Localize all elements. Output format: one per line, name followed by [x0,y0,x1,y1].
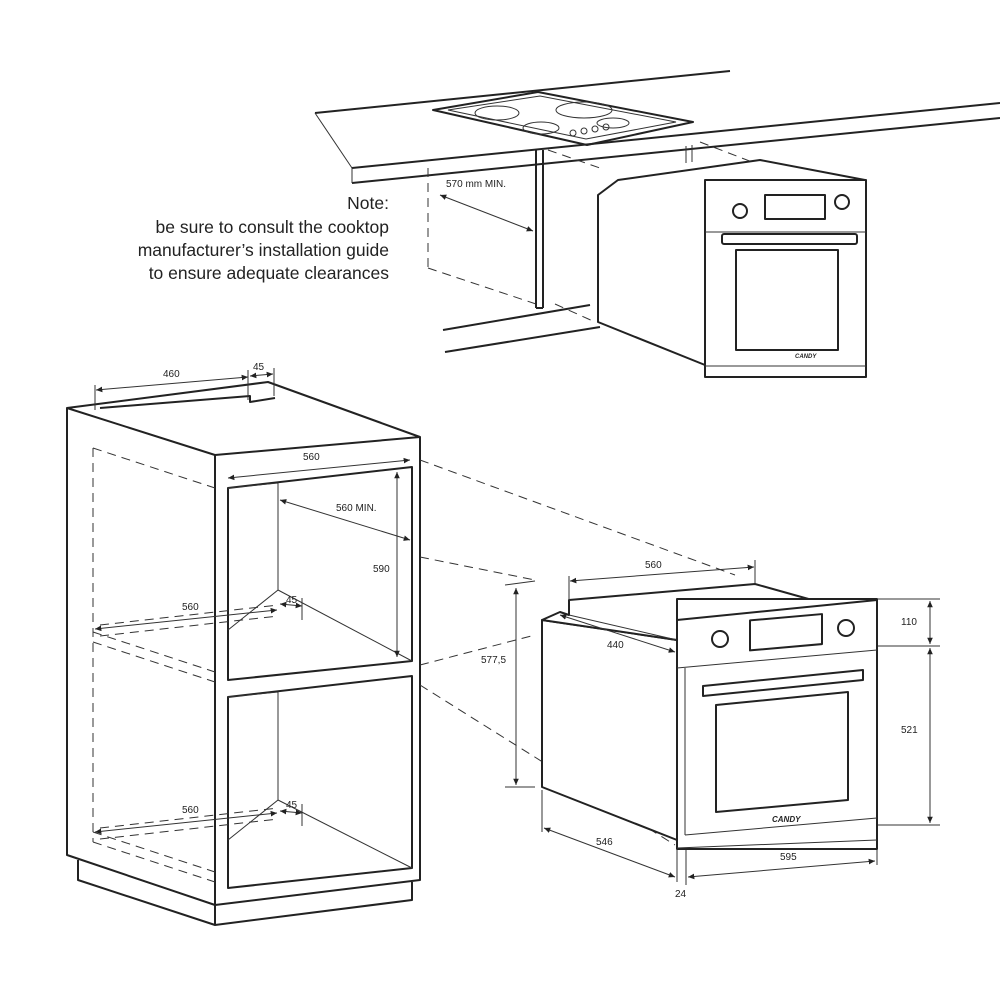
oven-front-thickness-dim: 24 [675,889,687,900]
svg-text:560: 560 [182,805,199,816]
cabinet-top-gap-dim: 45 [247,362,275,400]
svg-text:440: 440 [607,640,624,651]
svg-text:45: 45 [286,800,298,811]
cabinet: 460 45 560 560 MIN. 590 560 45 [66,362,421,926]
svg-text:560: 560 [182,602,199,613]
svg-text:24: 24 [675,889,687,900]
note-title: Note: [347,193,389,213]
cabinet-middle-gap-dim: 45 [279,595,303,620]
brand-small: CANDY [795,354,817,360]
knob-small-left [732,203,748,219]
display-panel [749,613,823,652]
display-small [764,194,826,220]
note-line-2: manufacturer’s installation guide [138,240,389,260]
handle-small [721,233,858,245]
burner-1 [474,105,520,121]
cabinet-middle-depth-dim: 560 [94,602,278,632]
cabinet-top-depth-dim: 460 [94,369,249,410]
note-line-3: to ensure adequate clearances [149,263,390,283]
note-line-1: be sure to consult the cooktop [156,217,389,237]
clearance-dimension: 570 mm MIN. [439,179,534,232]
cabinet-upper-height-dim: 590 [373,472,400,657]
oven-panel-height-dim: 110 [878,598,940,647]
oven-front-width-dim: 595 [685,850,878,885]
svg-text:460: 460 [163,369,180,380]
svg-text:595: 595 [780,852,797,863]
oven-installed-small: CANDY [597,159,867,378]
oven-handle [702,669,864,697]
oven-top-width-dim: 560 [568,560,756,600]
cooktop [432,91,694,146]
brand-logo: CANDY [772,815,801,824]
oven-door-height-dim: 521 [878,648,940,826]
door-window-small [735,249,839,351]
oven-body-depth-dim: 546 [541,790,678,882]
cooktop-installation-view: 570 mm MIN. CANDY [314,70,1000,378]
svg-text:590: 590 [373,564,390,575]
svg-text:45: 45 [253,362,265,373]
burner-2 [555,101,613,119]
niche-height-dim: 577,5 [481,580,536,788]
knob-small-right [834,194,850,210]
svg-text:45: 45 [286,595,298,606]
cabinet-bottom-depth-dim: 560 [94,805,278,835]
cabinet-bottom-gap-dim: 45 [279,800,303,826]
svg-text:560: 560 [645,560,662,571]
oven-door-window [715,691,849,813]
cabinet-inner-depth-dim: 560 MIN. [279,499,411,541]
countertop [314,70,1000,184]
burner-4 [596,117,630,129]
cabinet-side-panel [535,150,544,309]
oven-side-depth-dim: 440 [559,614,676,653]
knob-left [711,630,729,648]
svg-text:521: 521 [901,725,918,736]
oven-detailed: CANDY 560 440 110 521 546 [541,560,940,900]
svg-text:110: 110 [901,617,917,628]
note-block: Note: be sure to consult the cooktop man… [138,193,390,283]
svg-text:577,5: 577,5 [481,655,506,666]
knob-right [837,619,855,637]
svg-text:546: 546 [596,837,613,848]
burner-3 [522,121,560,135]
svg-text:560: 560 [303,452,320,463]
svg-text:560 MIN.: 560 MIN. [336,503,377,514]
clearance-label: 570 mm MIN. [446,179,506,190]
cabinet-inner-width-dim: 560 [227,452,411,481]
